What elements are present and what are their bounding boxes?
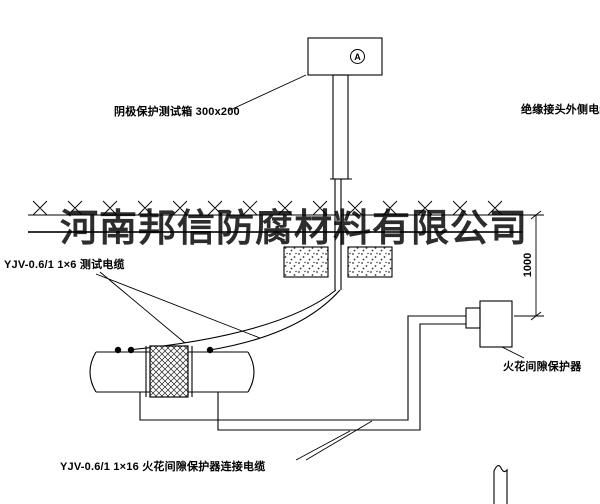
depth-dimension-line (514, 210, 544, 321)
protector-cable-right (217, 323, 466, 431)
concrete-block-left (283, 246, 329, 278)
spark-gap-leader-line (501, 346, 525, 359)
test-cable-label: YJV-0.6/1 1×6 测试电缆 (4, 259, 125, 271)
test-box-leader-line (227, 74, 307, 112)
test-cable-leader-lines (95, 271, 261, 344)
concrete-block-right (347, 246, 393, 278)
spark-gap-protector (465, 300, 513, 348)
test-box (307, 37, 383, 76)
test-cable-right (209, 289, 341, 351)
spark-gap-label: 火花间隙保护器 (503, 361, 582, 373)
conduit-riser (330, 74, 352, 290)
connect-cable-leader-lines (295, 420, 373, 461)
insulating-joint (145, 345, 193, 398)
protector-cable-left (139, 315, 466, 421)
connect-cable-label: YJV-0.6/1 1×16 火花间隙保护器连接电缆 (60, 461, 266, 473)
company-watermark: 河南邦信防腐材料有限公司 (60, 205, 529, 250)
depth-dimension-label: 1000 (522, 252, 534, 278)
pipe-riser-break-symbol (493, 465, 508, 504)
cable-connection-dots (114, 346, 214, 354)
watermark-strike-line (28, 231, 522, 233)
ammeter-symbol: A (350, 49, 365, 64)
test-box-label: 阴极保护测试箱 300x200 (114, 106, 240, 118)
ground-hatch-marks (32, 200, 503, 216)
outer-cable-label: 绝缘接头外侧电缆 (521, 104, 600, 116)
